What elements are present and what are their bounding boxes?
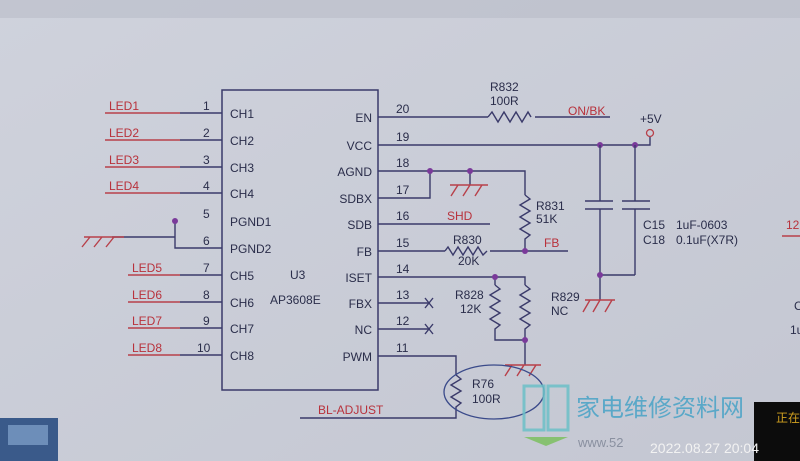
pin-name: CH5 xyxy=(230,269,254,283)
pin-name: PGND1 xyxy=(230,215,272,229)
pin-name: CH3 xyxy=(230,161,254,175)
pin-number: 11 xyxy=(396,341,409,355)
ground-icon xyxy=(450,184,488,197)
pin-number: 2 xyxy=(203,126,210,140)
ic-part: AP3608E xyxy=(270,293,321,307)
pin-name: ISET xyxy=(345,271,372,285)
net-on-bk: ON/BK xyxy=(568,104,605,118)
pin-name: FB xyxy=(357,245,372,259)
r830-ref: R830 xyxy=(453,233,482,247)
ic-ref: U3 xyxy=(290,268,306,282)
pin-number: 4 xyxy=(203,179,210,193)
net-5v: +5V xyxy=(640,112,662,126)
no-connect-icon xyxy=(424,297,434,335)
r829-value: NC xyxy=(551,304,569,318)
pin-number: 18 xyxy=(396,156,410,170)
power-terminal-icon xyxy=(645,128,655,138)
ic-body xyxy=(221,89,379,391)
net-label: LED6 xyxy=(132,288,162,302)
net-fb: FB xyxy=(544,236,559,250)
pin-number: 5 xyxy=(203,207,210,221)
pin-number: 19 xyxy=(396,130,410,144)
capacitors-c15-c18 xyxy=(582,145,650,313)
net-label: LED7 xyxy=(132,314,162,328)
pin-number: 14 xyxy=(396,262,410,276)
net-label: LED3 xyxy=(109,153,139,167)
r832-value: 100R xyxy=(490,94,519,108)
pin-number: 6 xyxy=(203,234,210,248)
edge-text-bottom: 1u xyxy=(790,323,800,337)
pin-name: CH2 xyxy=(230,134,254,148)
pin-number: 15 xyxy=(396,236,410,250)
net-label: LED1 xyxy=(109,99,139,113)
pin-name: EN xyxy=(355,111,372,125)
pin-number: 17 xyxy=(396,183,410,197)
resistor-r829 xyxy=(518,284,532,365)
pgnd-connection xyxy=(81,218,222,249)
pin-name: CH6 xyxy=(230,296,254,310)
c15-ref: C15 xyxy=(643,218,665,232)
pin-name: CH1 xyxy=(230,107,254,121)
pin-name: VCC xyxy=(347,139,373,153)
pin-name: PWM xyxy=(343,350,372,364)
r828-value: 12K xyxy=(460,302,481,316)
pin-number: 16 xyxy=(396,209,410,223)
r828-ref: R828 xyxy=(455,288,484,302)
net-label: LED4 xyxy=(109,179,139,193)
pin-number: 13 xyxy=(396,288,410,302)
net-label: LED5 xyxy=(132,261,162,275)
pin-number: 12 xyxy=(396,314,410,328)
r831-value: 51K xyxy=(536,212,557,226)
pin-name: AGND xyxy=(337,165,372,179)
pin-name: SDB xyxy=(347,218,372,232)
overlay-box xyxy=(754,402,800,461)
pin-name: NC xyxy=(355,323,373,337)
overlay-text: 正在 xyxy=(776,411,800,425)
pin-name: CH4 xyxy=(230,187,254,201)
pin-number: 8 xyxy=(203,288,210,302)
c18-ref: C18 xyxy=(643,233,665,247)
pin-number: 9 xyxy=(203,314,210,328)
r829-ref: R829 xyxy=(551,290,580,304)
net-bl-adjust: BL-ADJUST xyxy=(318,403,384,417)
c18-value: 0.1uF(X7R) xyxy=(676,233,738,247)
ground-icon xyxy=(504,364,541,377)
resistor-r830 xyxy=(444,245,488,257)
net-shd: SHD xyxy=(447,209,473,223)
r76-value: 100R xyxy=(472,392,501,406)
net-label: LED8 xyxy=(132,341,162,355)
c15-value: 1uF-0603 xyxy=(676,218,728,232)
resistor-r76 xyxy=(300,374,463,419)
pin-name: FBX xyxy=(349,297,372,311)
resistor-r831 xyxy=(518,194,532,251)
resistor-r828 xyxy=(488,284,525,341)
watermark xyxy=(522,384,570,446)
pin-number: 1 xyxy=(203,99,210,113)
net-label: LED2 xyxy=(109,126,139,140)
timestamp: 2022.08.27 20:04 xyxy=(650,440,759,456)
r832-ref: R832 xyxy=(490,80,519,94)
r830-value: 20K xyxy=(458,254,479,268)
pin-number: 20 xyxy=(396,102,410,116)
r831-ref: R831 xyxy=(536,199,565,213)
watermark-url: www.52 xyxy=(577,435,624,450)
pin-name: PGND2 xyxy=(230,242,272,256)
edge-text-mid: C xyxy=(794,299,800,313)
edge-text-top: 12 xyxy=(786,218,800,232)
pin-number: 10 xyxy=(197,341,211,355)
pin-name: CH7 xyxy=(230,322,254,336)
pin-name: SDBX xyxy=(339,192,372,206)
pin-number: 3 xyxy=(203,153,210,167)
resistor-r832 xyxy=(487,110,532,124)
watermark-site: 家电维修资料网 xyxy=(576,394,744,422)
pin-name: CH8 xyxy=(230,349,254,363)
pin-number: 7 xyxy=(203,261,210,275)
r76-ref: R76 xyxy=(472,377,494,391)
